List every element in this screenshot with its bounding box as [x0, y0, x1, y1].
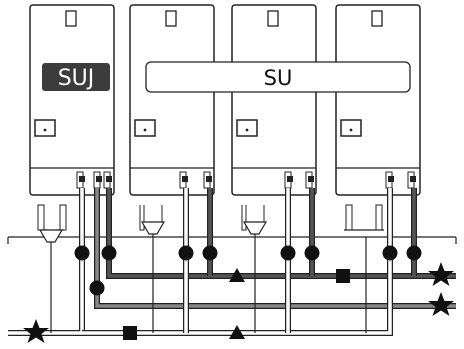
connection-dot: [178, 245, 194, 261]
unit-tag-wide: SU: [145, 61, 411, 93]
drain-pipes: [50, 237, 367, 333]
display-icon: [267, 10, 279, 27]
star-marker: [23, 319, 49, 343]
light-pipe: [8, 188, 393, 336]
star-marker: [428, 262, 454, 286]
connection-dot: [280, 245, 296, 261]
connection-dot: [74, 245, 90, 261]
mid-pipe: [94, 188, 456, 309]
valve-icon: [76, 171, 112, 189]
connection-dot: [304, 245, 320, 261]
connection-dot: [202, 245, 218, 261]
panel-icon: [340, 119, 362, 137]
connection-dot: [89, 280, 105, 296]
unit-1: [29, 4, 115, 252]
triangle-marker: [229, 268, 245, 282]
connection-dot: [382, 245, 398, 261]
square-marker: [336, 269, 350, 283]
unit-tag-dark: SUJ: [42, 63, 110, 91]
unit-tag-dark-label: SUJ: [58, 66, 95, 91]
connection-dot: [406, 245, 422, 261]
unit-4: [335, 4, 421, 231]
display-icon: [165, 10, 177, 27]
display-icon: [65, 10, 77, 27]
dark-pipe: [106, 188, 456, 279]
connection-dots: [74, 245, 422, 296]
panel-icon: [236, 119, 258, 137]
panel-icon: [134, 119, 156, 137]
display-icon: [371, 10, 383, 27]
unit-tag-wide-label: SU: [264, 66, 293, 90]
triangle-marker: [229, 325, 245, 339]
panel-icon: [34, 119, 56, 137]
unit-2: [129, 4, 215, 252]
star-marker: [428, 292, 454, 316]
connection-dot: [101, 245, 117, 261]
square-marker: [123, 326, 137, 340]
unit-3: [231, 4, 317, 252]
